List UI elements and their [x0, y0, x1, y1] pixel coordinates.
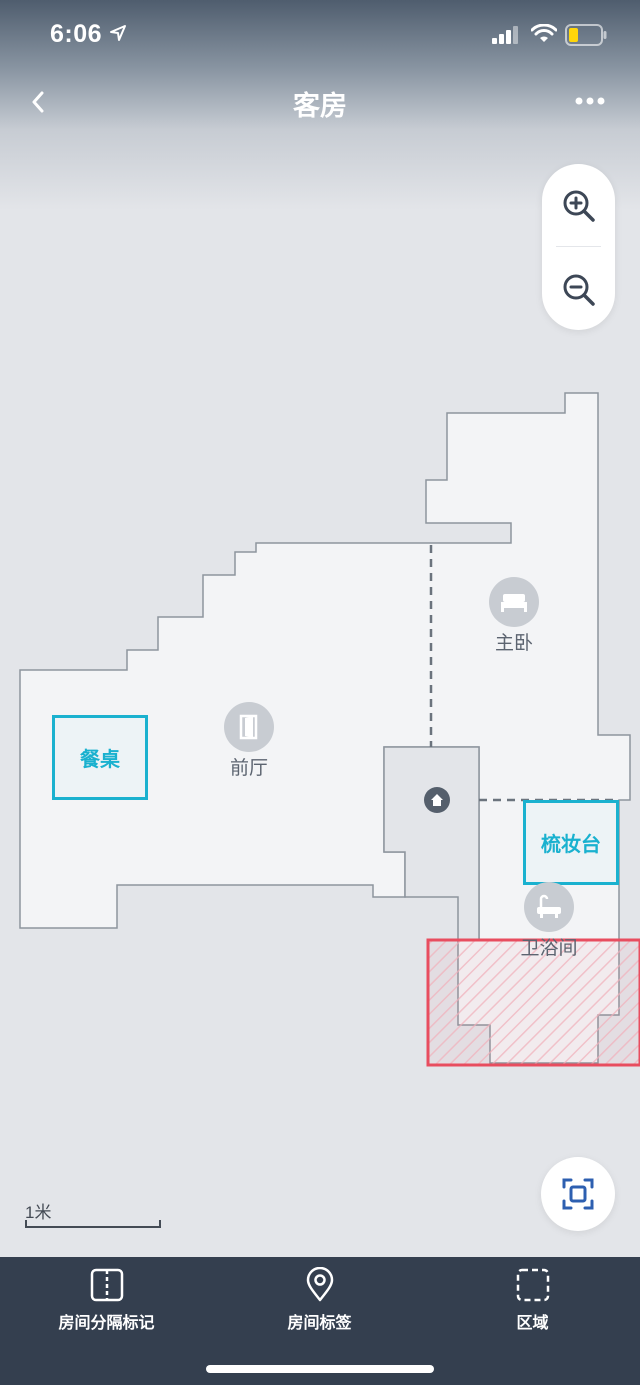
- fit-map-button[interactable]: [541, 1157, 615, 1231]
- battery-icon: [565, 24, 607, 46]
- zoom-in-icon: [563, 190, 595, 222]
- floor-map[interactable]: 餐桌 梳妆台 前厅 主卧 卫浴间: [0, 380, 640, 1100]
- status-bar: 6:06: [0, 0, 640, 70]
- header-background: [0, 0, 640, 230]
- furniture-vanity[interactable]: 梳妆台: [523, 800, 619, 885]
- scale-bar: [25, 1220, 161, 1228]
- nav-bar: 客房: [0, 70, 640, 130]
- furniture-label: 梳妆台: [541, 834, 601, 856]
- bed-icon: [501, 594, 527, 612]
- cellular-signal-icon: [492, 26, 518, 44]
- status-time: 6:06: [50, 20, 103, 48]
- zoom-divider: [556, 246, 601, 247]
- room-foyer-badge[interactable]: [224, 702, 274, 752]
- no-go-zone-fill: [428, 940, 640, 1065]
- split-room-icon: [90, 1268, 123, 1302]
- zone-tool-label: 区域: [516, 1315, 549, 1332]
- home-indicator: [206, 1365, 434, 1373]
- room-label-bathroom: 卫浴间: [520, 938, 578, 959]
- room-divider-tool-label: 房间分隔标记: [58, 1315, 155, 1332]
- bottom-toolbar: 房间分隔标记 房间标签 区域: [0, 1257, 640, 1385]
- bathtub-icon: [537, 894, 561, 918]
- zoom-controls: [542, 164, 615, 330]
- back-button[interactable]: [20, 82, 60, 122]
- floor-plan-shape: [19, 392, 640, 1067]
- dock-area: [383, 746, 480, 941]
- zone-select-icon: [516, 1268, 549, 1302]
- chevron-left-icon: [32, 91, 44, 113]
- furniture-label: 餐桌: [80, 749, 120, 771]
- fit-screen-icon: [562, 1178, 594, 1210]
- more-dots-icon: [575, 97, 605, 105]
- wifi-icon: [531, 24, 557, 42]
- room-tag-tool[interactable]: 房间标签: [213, 1267, 426, 1347]
- page-title: 客房: [293, 91, 347, 121]
- room-label-master-bedroom: 主卧: [494, 633, 533, 654]
- more-options-button[interactable]: [570, 88, 612, 114]
- no-go-zone-border: [426, 938, 640, 1067]
- map-pin-icon: [306, 1267, 333, 1302]
- zoom-out-icon: [563, 274, 595, 306]
- zoom-out-button[interactable]: [542, 248, 615, 330]
- scale-label: 1米: [25, 1203, 52, 1222]
- room-bathroom-badge[interactable]: [524, 882, 574, 932]
- room-tag-tool-label: 房间标签: [287, 1315, 352, 1332]
- charging-dock[interactable]: [424, 787, 450, 813]
- furniture-dining-table[interactable]: 餐桌: [52, 715, 148, 800]
- map-scale: 1米: [25, 1198, 161, 1228]
- zone-tool[interactable]: 区域: [426, 1267, 639, 1347]
- zoom-in-button[interactable]: [542, 164, 615, 246]
- room-divider-tool[interactable]: 房间分隔标记: [0, 1267, 213, 1347]
- location-arrow-icon: [110, 25, 126, 41]
- home-icon: [431, 794, 443, 806]
- room-label-foyer: 前厅: [229, 758, 268, 779]
- room-master-bedroom-badge[interactable]: [489, 577, 539, 627]
- door-icon: [239, 714, 258, 740]
